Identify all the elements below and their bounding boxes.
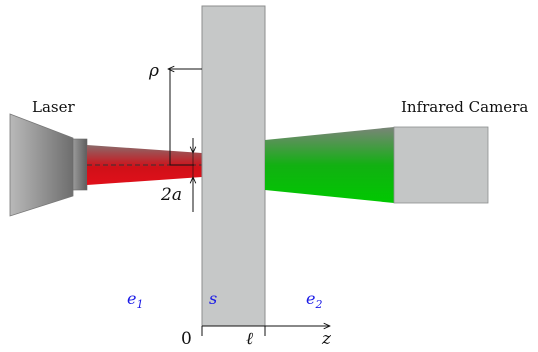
z-axis-label: z (321, 329, 332, 349)
slab (201, 5, 266, 327)
region-s-label: s (209, 289, 217, 308)
origin-label: 0 (181, 329, 192, 349)
rho-bracket (169, 68, 202, 166)
thickness-label: ℓ (246, 329, 253, 349)
spot-size-label: 2a (160, 185, 182, 205)
laser-body (9, 113, 74, 217)
camera-label: Infrared Camera (401, 98, 528, 116)
region-e1-label: e1 (127, 289, 143, 311)
infrared-camera (393, 126, 489, 204)
region-e2-label: e2 (306, 289, 322, 311)
laser-label: Laser (32, 98, 75, 116)
laser-nozzle (72, 138, 88, 191)
ir-beam (265, 127, 394, 203)
rho-label: ρ (148, 61, 159, 81)
